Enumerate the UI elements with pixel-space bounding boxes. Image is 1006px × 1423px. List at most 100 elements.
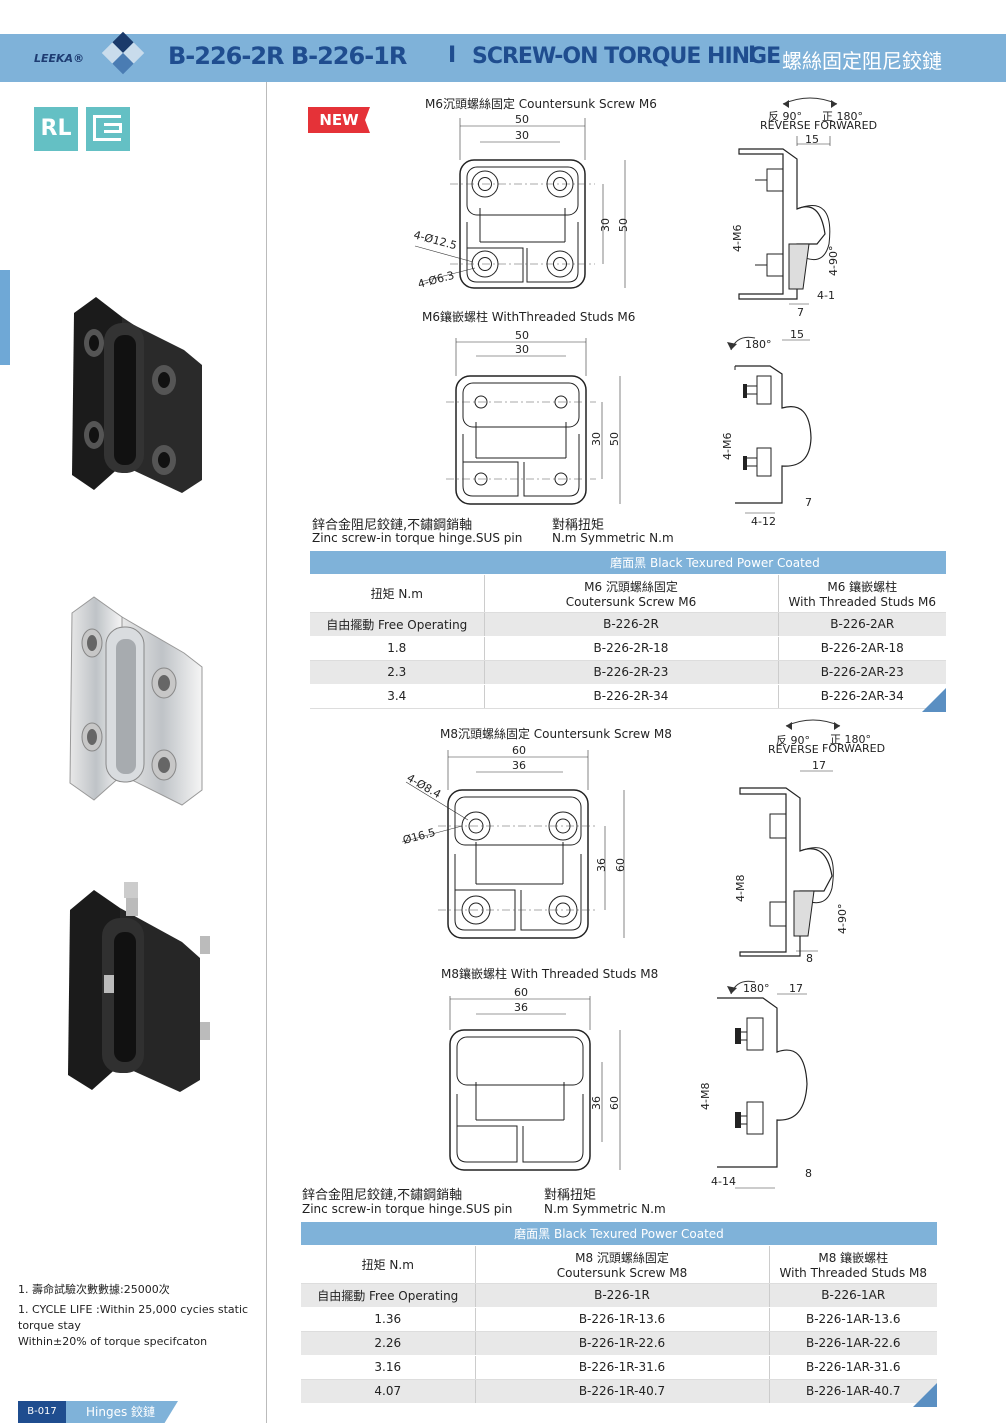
m6s-dim-50: 50 [515, 329, 529, 342]
black-stud-hinge-photo [68, 882, 210, 1092]
m6s-side-15: 15 [790, 328, 804, 341]
m8-countersunk-title: M8沉頭螺絲固定 Countersunk Screw M8 [440, 727, 672, 741]
m8-dim-h60: 60 [614, 858, 627, 872]
table-corner-accent [922, 688, 946, 712]
m6-dim-50: 50 [515, 113, 529, 126]
m8-sym-en: N.m Symmetric N.m [544, 1202, 666, 1216]
m8-side-m8: 4-M8 [734, 875, 747, 902]
m8s-side-17: 17 [789, 982, 803, 995]
section-label: Hinges 鉸鏈 [66, 1401, 178, 1423]
m8-rev-en: REVERSE [768, 743, 819, 756]
m8-table-header: 磨面黑 Black Texured Power Coated [301, 1222, 937, 1246]
m8s-side-8: 8 [805, 1167, 812, 1180]
m6s-dim-h30: 30 [590, 432, 603, 446]
m8-fwd-en: FORWARED [822, 742, 886, 755]
m6-sym-cn: 對稱扭矩 [552, 518, 605, 533]
m8s-dim-60: 60 [514, 986, 528, 999]
m8-caption-cn: 鋅合金阻尼鉸鏈,不鏽鋼銷軸 [302, 1188, 463, 1203]
hinge-type-icon [86, 107, 130, 151]
note-en-2: torque stay [18, 1319, 81, 1332]
m8s-side-m8: 4-M8 [699, 1083, 712, 1110]
m6-side-4-1: 4-1 [817, 289, 835, 302]
m6-rev-label: 反 90° [768, 110, 802, 123]
m8s-dim-h60: 60 [608, 1096, 621, 1110]
page-number: B-017 [18, 1401, 66, 1423]
m8s-rot: 180° [743, 982, 770, 995]
product-name-cn: 螺絲固定阻尼鉸鏈 [782, 49, 942, 73]
brand-diamond-icon [101, 31, 145, 75]
m6-side-m6: 4-M6 [731, 225, 744, 252]
m6s-dim-30: 30 [515, 343, 529, 356]
m8s-side-4-14: 4-14 [711, 1175, 736, 1188]
m6-caption-en: Zinc screw-in torque hinge.SUS pin [312, 531, 523, 545]
m8-studs-side-drawing: 180° 17 4-M8 4-14 8 [699, 980, 812, 1189]
m8-sym-cn: 對稱扭矩 [544, 1188, 597, 1203]
m8-studs-title: M8鑲嵌螺柱 With Threaded Studs M8 [441, 967, 659, 981]
note-cn: 1. 壽命試驗次數數據:25000次 [18, 1283, 170, 1296]
rl-badge: RL [34, 107, 78, 151]
note-en-1: 1. CYCLE LIFE :Within 25,000 cycies stat… [18, 1303, 249, 1316]
m6-col-torque: 扭矩 N.m [310, 574, 485, 613]
m8-caption-en: Zinc screw-in torque hinge.SUS pin [302, 1202, 513, 1216]
m6-spec-table: 磨面黑 Black Texured Power Coated 扭矩 N.m M6… [310, 551, 946, 709]
m6s-side-4-12: 4-12 [751, 515, 776, 528]
notes: 1. 壽命試驗次數數據:25000次 1. CYCLE LIFE :Within… [18, 1282, 248, 1350]
m6-studs-side-drawing: 180° 15 4-M6 4-12 7 [721, 328, 812, 528]
m6-dim-h50: 50 [617, 218, 630, 232]
m6-caption-cn: 鋅合金阻尼鉸鏈,不鏽鋼銷軸 [312, 518, 473, 533]
title-separator: I [748, 43, 757, 68]
black-hinge-photo [72, 297, 202, 493]
page-header: LEEKA® B-226-2R B-226-1R I SCREW-ON TORQ… [0, 31, 1006, 82]
m6-countersunk-side-drawing: 15 4-M6 4-90° 4-1 7 [731, 97, 840, 319]
brand-logo: LEEKA® [34, 52, 85, 65]
m8-side-17: 17 [812, 759, 826, 772]
m6-side-15: 15 [805, 133, 819, 146]
title-separator: I [448, 43, 457, 68]
product-name: SCREW-ON TORQUE HINGE [472, 44, 781, 69]
m6s-side-7: 7 [805, 496, 812, 509]
m8-rev-label: 反 90° [776, 734, 810, 747]
m8-fwd-label: 正 180° [830, 733, 871, 746]
m6s-side-m6: 4-M6 [721, 433, 734, 460]
silver-hinge-photo [69, 596, 203, 806]
m6-side-7: 7 [797, 306, 804, 319]
m6-side-angle: 4-90° [827, 246, 840, 276]
m8s-dim-36: 36 [514, 1001, 528, 1014]
m6-hole-12-5: 4-Ø12.5 [412, 228, 458, 252]
m8-countersunk-front-drawing: 60 36 36 60 4-Ø8.4 Ø16.5 [401, 744, 627, 939]
m6-countersunk-front-drawing: 50 30 30 50 4-Ø12.5 4-Ø6.3 [412, 113, 630, 291]
table-corner-accent [913, 1383, 937, 1407]
m6s-dim-h50: 50 [608, 432, 621, 446]
note-en-3: Within±20% of torque specifcaton [18, 1335, 208, 1348]
m8-col-torque: 扭矩 N.m [301, 1245, 476, 1284]
m6s-rot: 180° [745, 338, 772, 351]
m6-sym-en: N.m Symmetric N.m [552, 531, 674, 545]
new-badge: NEW [308, 107, 370, 133]
model-numbers: B-226-2R B-226-1R [168, 42, 407, 70]
m8-dim-36: 36 [512, 759, 526, 772]
column-divider [266, 82, 267, 1423]
m6-dim-30: 30 [515, 129, 529, 142]
m8-countersunk-side-drawing: 17 4-M8 4-90° 8 [734, 719, 849, 965]
m6-studs-title: M6鑲嵌螺柱 WithThreaded Studs M6 [422, 310, 636, 324]
m6-countersunk-title: M6沉頭螺絲固定 Countersunk Screw M6 [425, 97, 657, 111]
m8-hole-16-5: Ø16.5 [401, 826, 436, 847]
m6-table-header: 磨面黑 Black Texured Power Coated [484, 551, 946, 575]
m8-side-8: 8 [806, 952, 813, 965]
m8-side-angle: 4-90° [836, 904, 849, 934]
m6-studs-front-drawing: 50 30 30 50 [446, 329, 621, 505]
m8s-dim-h36: 36 [590, 1096, 603, 1110]
m6-dim-h30: 30 [599, 218, 612, 232]
